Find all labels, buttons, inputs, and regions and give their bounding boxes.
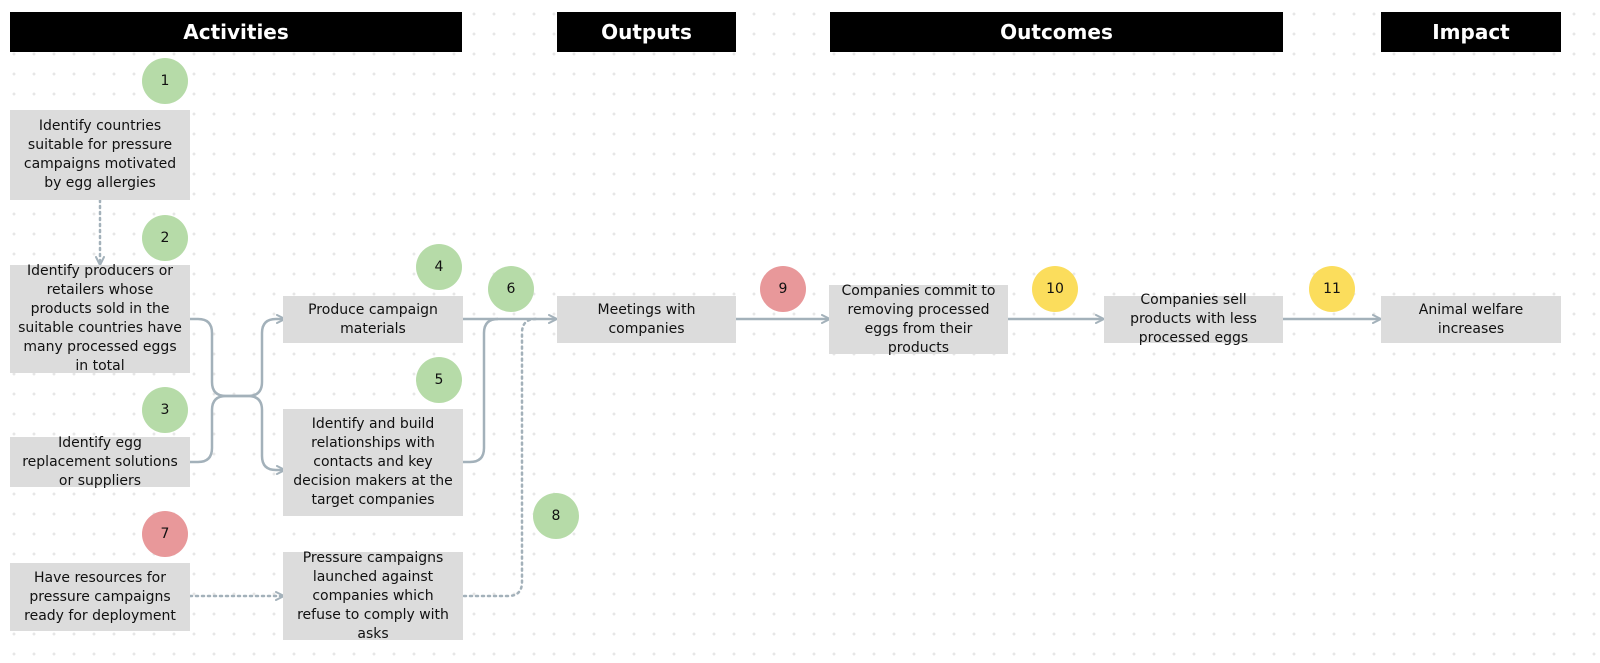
- badge-3: 3: [142, 387, 188, 433]
- node-4: Produce campaign materials: [283, 296, 463, 343]
- header-impact: Impact: [1381, 12, 1561, 52]
- header-outcomes: Outcomes: [830, 12, 1283, 52]
- badge-8: 8: [533, 493, 579, 539]
- badge-5: 5: [416, 357, 462, 403]
- node-5: Identify and build relationships with co…: [283, 409, 463, 516]
- node-8: Pressure campaigns launched against comp…: [283, 550, 463, 642]
- node-1: Identify countries suitable for pressure…: [10, 110, 190, 200]
- connector-2-4: [190, 314, 286, 398]
- connector-2-5: [226, 394, 286, 475]
- connector-3-junction: [190, 394, 227, 464]
- badge-1: 1: [142, 58, 188, 104]
- header-outputs: Outputs: [557, 12, 736, 52]
- badge-11: 11: [1309, 266, 1355, 312]
- header-activities: Activities: [10, 12, 462, 52]
- badge-4: 4: [416, 244, 462, 290]
- badge-9: 9: [760, 266, 806, 312]
- node-2: Identify producers or retailers whose pr…: [10, 263, 190, 374]
- badge-10: 10: [1032, 266, 1078, 312]
- node-3: Identify egg replacement solutions or su…: [10, 435, 190, 489]
- node-9: Companies commit to removing processed e…: [829, 283, 1008, 356]
- node-7: Have resources for pressure campaigns re…: [10, 563, 190, 631]
- connector-8-6: [462, 317, 538, 598]
- badge-7: 7: [142, 511, 188, 557]
- badge-6: 6: [488, 266, 534, 312]
- connector-5-6: [462, 317, 499, 464]
- badge-2: 2: [142, 215, 188, 261]
- node-6: Meetings with companies: [557, 296, 736, 343]
- node-11: Animal welfare increases: [1381, 296, 1561, 343]
- node-10: Companies sell products with less proces…: [1104, 292, 1283, 346]
